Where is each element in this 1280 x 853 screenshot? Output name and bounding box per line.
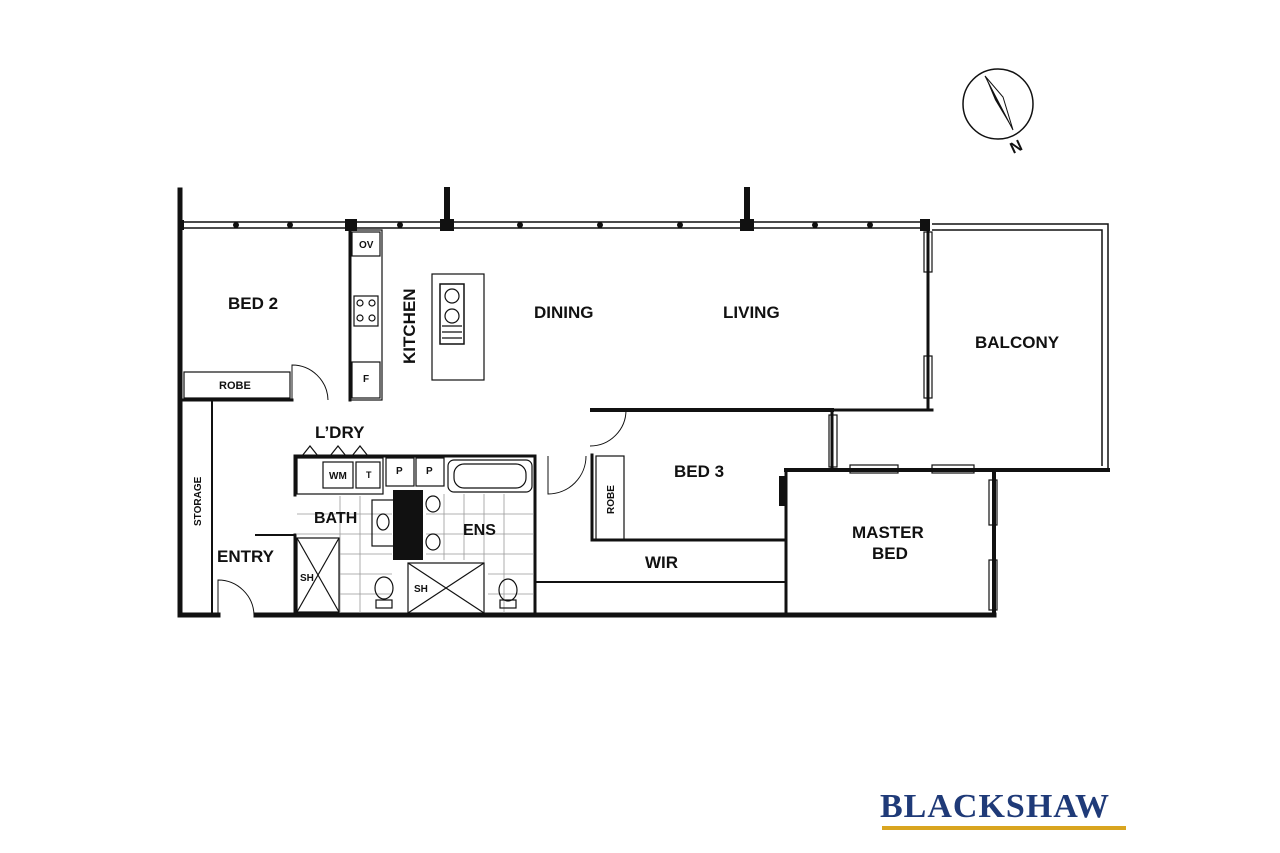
robe-bed2-label: ROBE <box>219 380 251 392</box>
vanity-bath <box>371 499 395 547</box>
wall-bed3-stub <box>779 476 786 506</box>
door-swings <box>217 364 627 616</box>
bathtub <box>447 459 533 493</box>
bath-label: BATH <box>314 510 357 527</box>
fridge-box <box>351 361 381 399</box>
master-bed-label-1: MASTER <box>852 523 924 542</box>
bed3-label: BED 3 <box>674 462 724 481</box>
shower-ens-label: SH <box>414 584 428 595</box>
sink <box>439 283 465 345</box>
bed2-label: BED 2 <box>228 294 278 313</box>
fridge-label: F <box>363 374 369 385</box>
cooktop <box>353 295 379 327</box>
toilet-ens <box>498 578 518 602</box>
toilet-bath <box>374 576 394 600</box>
balcony-outline <box>932 223 1109 470</box>
wall-ens-partition <box>393 490 423 560</box>
bathroom-tiles <box>297 494 533 613</box>
tub-label: T <box>366 470 372 480</box>
ensuite-label: ENS <box>463 522 496 539</box>
blackshaw-logo: BLACKSHAW <box>880 788 1111 825</box>
island-bench <box>431 273 485 381</box>
laundry-fittings <box>296 445 445 495</box>
walls <box>177 187 1110 618</box>
living-label: LIVING <box>723 303 780 322</box>
wir-label: WIR <box>645 553 678 572</box>
logo-underline <box>882 826 1126 830</box>
kitchen-fittings <box>349 229 485 401</box>
shower-bath-label: SH <box>300 573 314 584</box>
kitchen-bench <box>349 229 383 401</box>
shower-ens <box>407 562 485 614</box>
master-bed-label-2: BED <box>872 544 908 563</box>
compass: N <box>962 68 1034 158</box>
bathroom-fittings <box>296 459 533 614</box>
entry-label: ENTRY <box>217 547 275 566</box>
shower-bath <box>296 537 340 613</box>
pantry-2-label: P <box>426 466 433 477</box>
north-window-wall <box>178 219 930 231</box>
compass-ring <box>962 68 1034 140</box>
laundry-label: L’DRY <box>315 423 365 442</box>
sliding-doors <box>828 231 998 611</box>
pantry-1-label: P <box>396 466 403 477</box>
washing-machine-label: WM <box>329 471 347 482</box>
robes <box>183 371 625 541</box>
north-label: N <box>1008 137 1026 157</box>
balcony-label: BALCONY <box>975 333 1060 352</box>
dining-label: DINING <box>534 303 594 322</box>
kitchen-label: KITCHEN <box>400 288 419 364</box>
robe-bed3-label: ROBE <box>606 485 617 514</box>
oven-label: OV <box>359 240 374 251</box>
storage-label: STORAGE <box>193 476 204 526</box>
oven-box <box>351 231 381 257</box>
compass-needle-outline <box>984 75 1014 131</box>
